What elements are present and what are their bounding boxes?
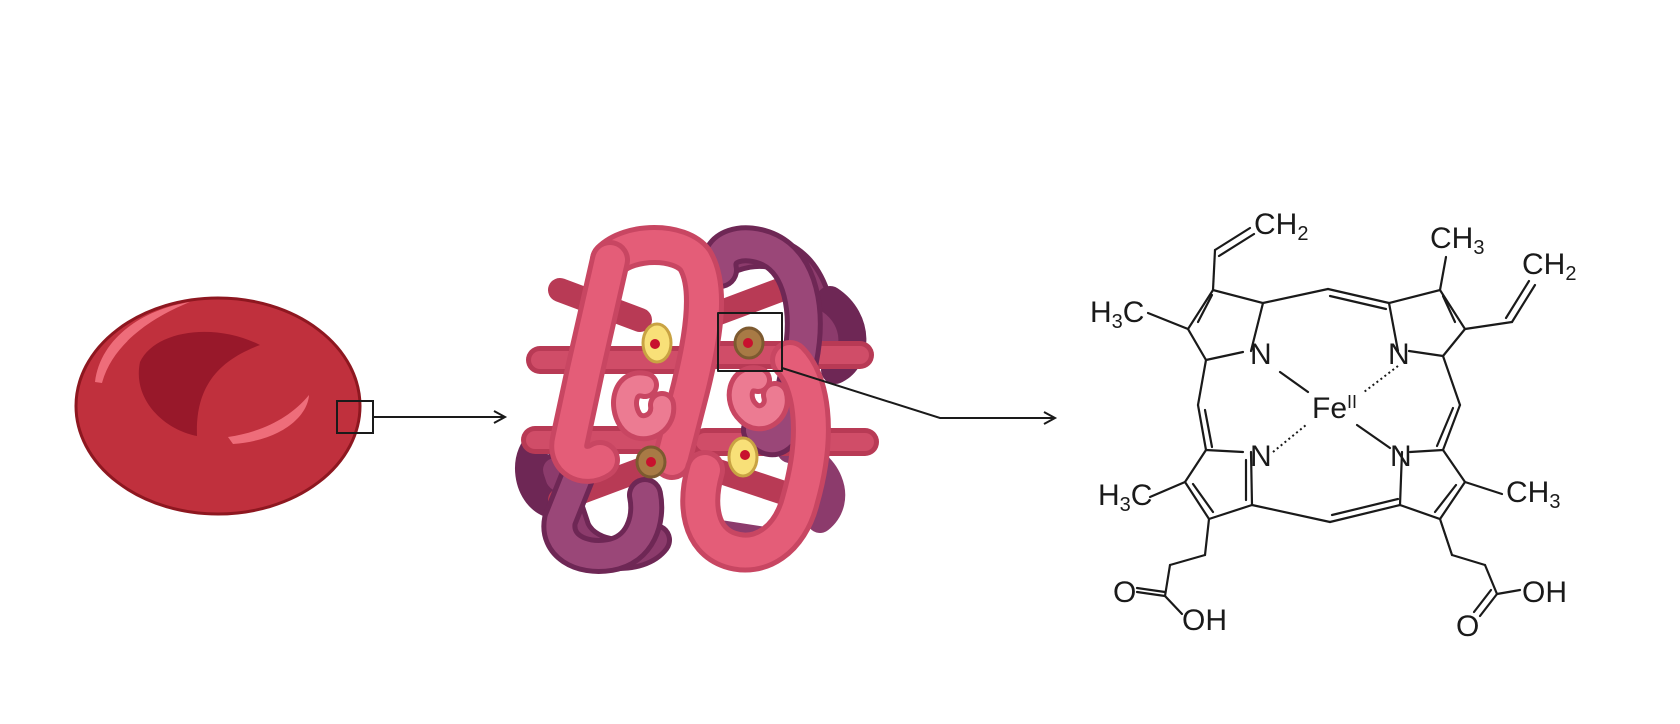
acid-oxygen-left: O [1113, 576, 1136, 609]
red-blood-cell [76, 298, 373, 514]
nitrogen-label-bottom-left: N [1250, 440, 1272, 473]
nitrogen-label-top-left: N [1250, 338, 1272, 371]
pyrrole-ring-bottom-left [1137, 450, 1252, 614]
vinyl-label-top-left: CH2 [1254, 208, 1308, 245]
methyl-label-left-top: H3C [1090, 296, 1144, 333]
iron-label: FeII [1312, 392, 1357, 425]
methyl-label-right-bottom: CH3 [1506, 476, 1560, 513]
nitrogen-label-bottom-right: N [1390, 440, 1412, 473]
vinyl-label-top-right: CH2 [1522, 248, 1576, 285]
nitrogen-label-top-right: N [1388, 338, 1410, 371]
methyl-label-top-right: CH3 [1430, 222, 1484, 259]
acid-hydroxyl-right: OH [1522, 576, 1567, 609]
cell-body [76, 298, 360, 514]
hemoglobin-molecule [529, 244, 865, 556]
heme-structure: N N N N FeII CH2 CH3 CH2 H3C H3C CH3 O O… [1090, 208, 1576, 643]
pyrrole-ring-bottom-right [1400, 450, 1520, 616]
acid-oxygen-right: O [1456, 610, 1479, 643]
methyl-label-left-bottom: H3C [1098, 479, 1152, 516]
acid-hydroxyl-left: OH [1182, 604, 1227, 637]
